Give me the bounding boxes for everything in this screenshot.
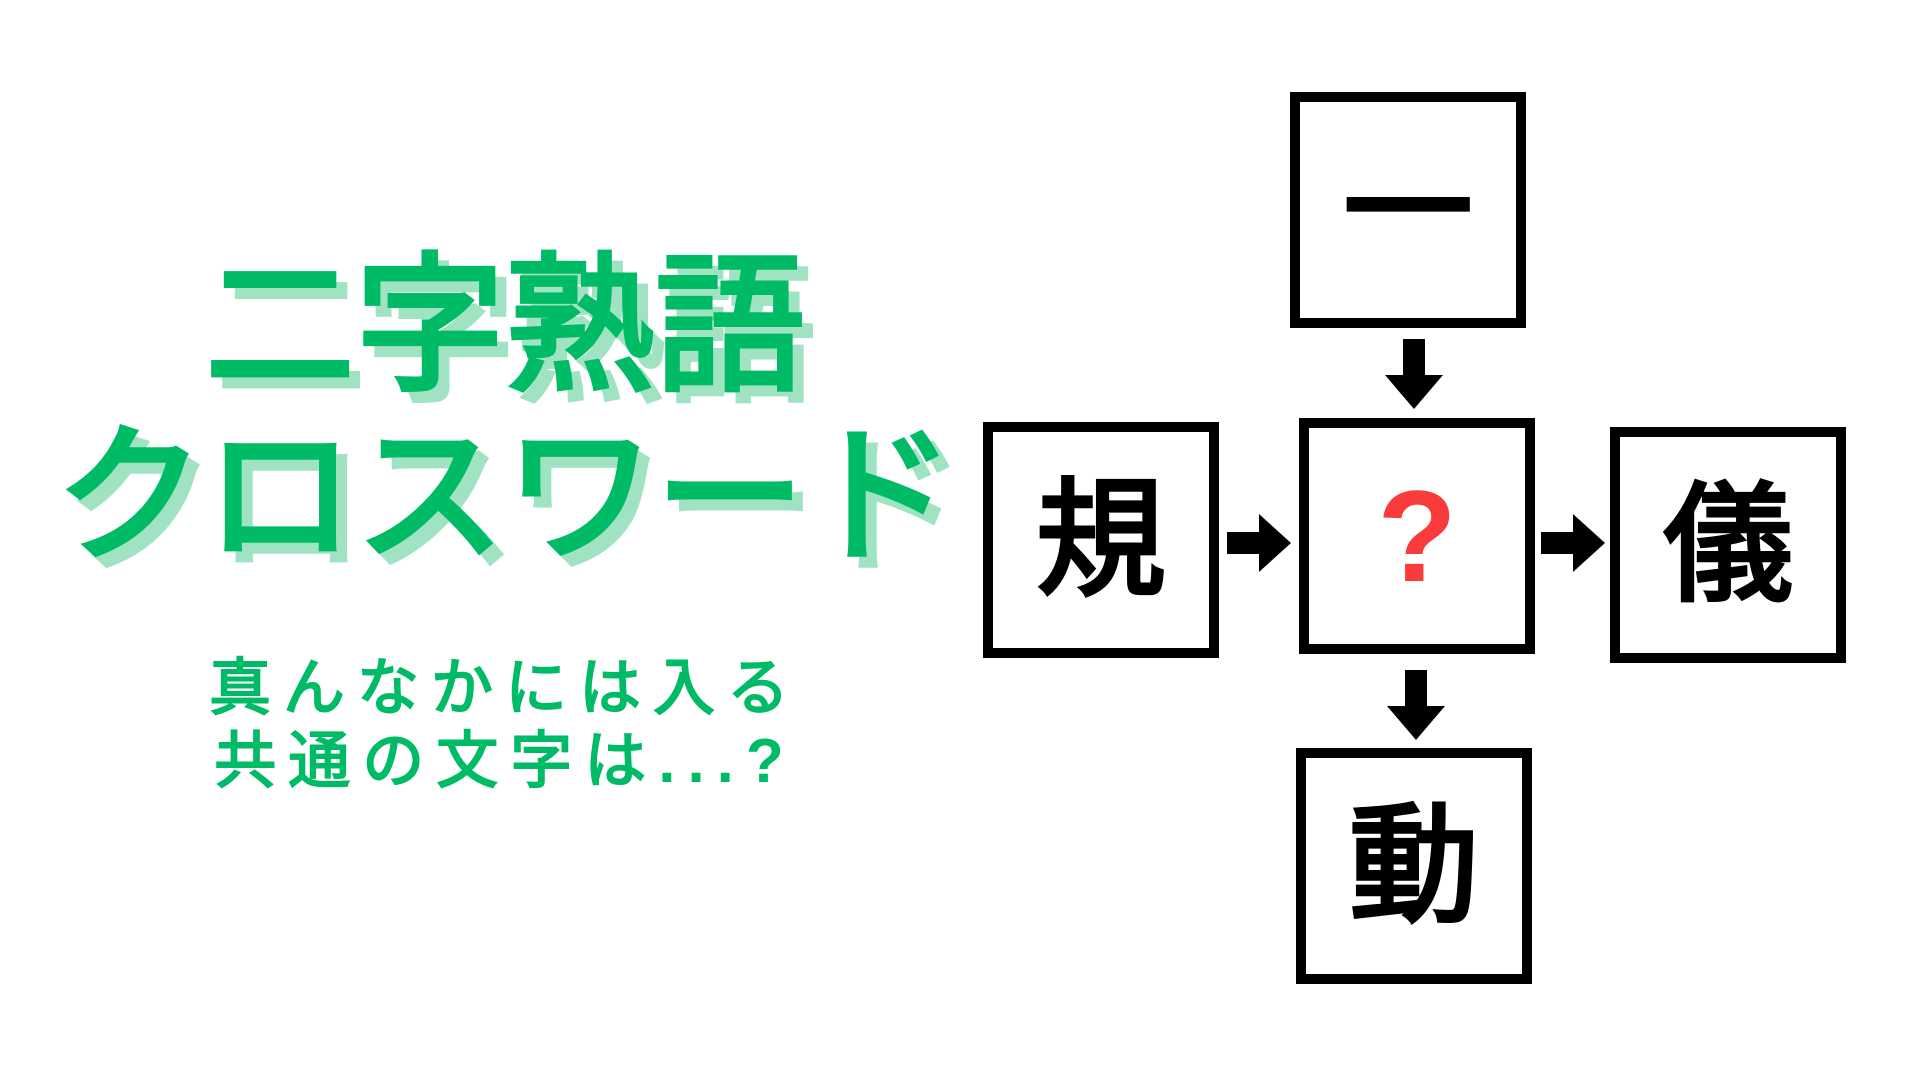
arrow-down-icon: [1385, 670, 1447, 742]
page-title: 二字熟語 クロスワード: [10, 242, 1000, 581]
crossword-cell-bottom: 動: [1296, 748, 1532, 984]
arrow-right-icon: [1227, 513, 1293, 573]
arrow-down-icon: [1383, 339, 1445, 411]
puzzle-instructions: 真んなかには入る 共通の文字は...?: [10, 652, 1000, 798]
question-mark: ?: [1377, 463, 1457, 609]
kanji-bottom: 動: [1348, 793, 1479, 939]
crossword-cell-top: 一: [1290, 92, 1526, 328]
instructions-line-1: 真んなかには入る: [208, 654, 801, 723]
crossword-cell-left: 規: [983, 422, 1219, 658]
crossword-cell-center-answer: ?: [1299, 418, 1535, 654]
kanji-right: 儀: [1662, 472, 1793, 618]
kanji-left: 規: [1035, 467, 1166, 613]
title-line-1: 二字熟語: [204, 242, 805, 410]
title-line-2: クロスワード: [54, 411, 955, 580]
instructions-line-2: 共通の文字は...?: [214, 727, 796, 797]
kanji-top: 一: [1342, 137, 1473, 283]
crossword-cell-right: 儀: [1610, 427, 1846, 663]
arrow-right-icon: [1541, 513, 1607, 573]
